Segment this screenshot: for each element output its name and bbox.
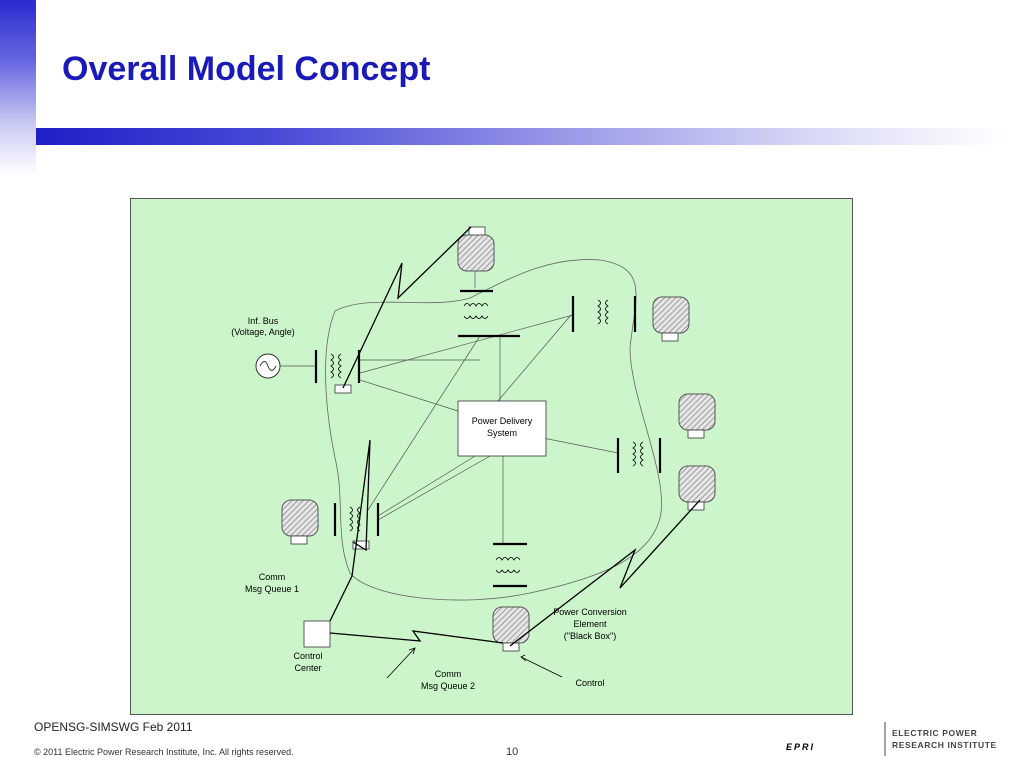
comm-queue2-label-2: Msg Queue 2 bbox=[421, 681, 475, 691]
power-delivery-boundary bbox=[325, 259, 662, 601]
generator-right-top-icon bbox=[652, 296, 690, 334]
transformer-bottom bbox=[493, 542, 527, 588]
power-delivery-box bbox=[457, 400, 547, 457]
relay-left-bottom bbox=[352, 540, 370, 550]
inf-bus-label-2: (Voltage, Angle) bbox=[231, 327, 295, 337]
copyright-text: © 2011 Electric Power Research Institute… bbox=[34, 747, 294, 757]
model-concept-diagram: Power Delivery System Inf. Bus (Voltage,… bbox=[231, 226, 716, 691]
control-center-label-1: Control bbox=[293, 651, 322, 661]
generator-right-upper-icon bbox=[678, 393, 716, 431]
comm-queue2-label-1: Comm bbox=[435, 669, 462, 679]
generator-left-bottom-icon bbox=[281, 499, 319, 537]
control-center-box bbox=[303, 620, 331, 648]
inf-bus-label-1: Inf. Bus bbox=[248, 316, 279, 326]
generator-top-icon bbox=[457, 234, 495, 272]
control-center-label-2: Center bbox=[294, 663, 321, 673]
logo-tagline-2: RESEARCH INSTITUTE bbox=[892, 740, 997, 750]
logo-tagline-1: ELECTRIC POWER bbox=[892, 728, 978, 738]
footer-event: OPENSG-SIMSWG Feb 2011 bbox=[34, 720, 193, 734]
power-conversion-label-2: Element bbox=[573, 619, 607, 629]
power-conversion-element-icon bbox=[492, 606, 530, 644]
comm-queue1-label-2: Msg Queue 1 bbox=[245, 584, 299, 594]
power-delivery-label-2: System bbox=[487, 428, 517, 438]
power-conversion-label-1: Power Conversion bbox=[553, 607, 627, 617]
control-label: Control bbox=[575, 678, 604, 688]
generator-right-lower-icon bbox=[678, 465, 716, 503]
relay-inf-bus bbox=[334, 384, 352, 394]
transformer-top bbox=[458, 289, 520, 338]
page-number: 10 bbox=[506, 746, 519, 758]
comm-links bbox=[329, 226, 701, 647]
power-conversion-label-3: ("Black Box") bbox=[564, 631, 616, 641]
power-delivery-label-1: Power Delivery bbox=[472, 416, 533, 426]
left-gradient-accent bbox=[0, 0, 36, 175]
comm-queue1-label-1: Comm bbox=[259, 572, 286, 582]
epri-logo: EPRI bbox=[786, 722, 886, 756]
diagram-panel bbox=[130, 198, 853, 715]
svg-text:EPRI: EPRI bbox=[786, 742, 815, 752]
transformer-right-top bbox=[571, 296, 637, 332]
connection-lines bbox=[277, 243, 619, 543]
transformer-right-middle bbox=[616, 438, 662, 473]
slide-title: Overall Model Concept bbox=[62, 50, 431, 88]
title-gradient-bar bbox=[36, 128, 1004, 145]
logo-tagline: ELECTRIC POWER RESEARCH INSTITUTE bbox=[892, 727, 997, 751]
